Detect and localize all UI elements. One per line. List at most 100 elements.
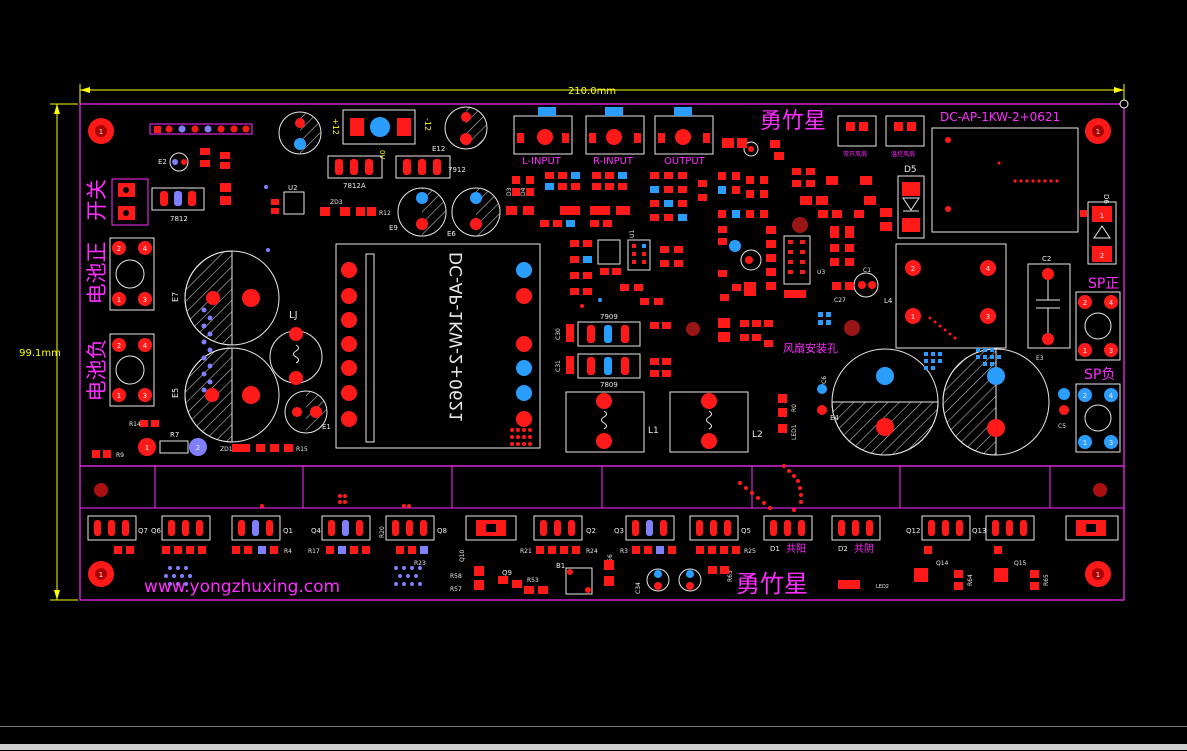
bottom-small-parts: LED2 (474, 560, 1039, 595)
r17-label: R17 (308, 548, 320, 555)
header-strip (149, 123, 253, 135)
power-module: DC-AP-1KW-2+0621 (335, 243, 541, 449)
u2-label: U2 (288, 184, 298, 192)
capacitor-c2: C2 E3 (1027, 255, 1071, 362)
c5-label: C5 (1058, 423, 1066, 430)
svg-text:4: 4 (1109, 299, 1114, 307)
v0-label: 0V (378, 150, 386, 159)
capacitor-e3-large (942, 348, 1050, 456)
e1-label: E1 (322, 423, 331, 431)
transistor-row: Q7 Q6 Q1 Q4 Q8 Q2 (87, 515, 1119, 555)
fan-hole-label: 风扇安装孔 (783, 341, 838, 355)
v12n-label: -12 (423, 118, 432, 131)
board-outline (79, 103, 1125, 601)
capacitor-e11 (278, 111, 322, 155)
svg-text:3: 3 (143, 296, 147, 304)
c31-label: C31 (555, 360, 562, 372)
control-area: U3 C1 C27 风扇安装孔 R0 LED1 (718, 138, 892, 440)
switch-connector (111, 178, 149, 226)
q13-label: Q13 (972, 527, 986, 535)
r63-label: R63 (727, 570, 734, 582)
svg-text:1: 1 (1083, 439, 1087, 447)
svg-text:3: 3 (143, 392, 147, 400)
output-label: OUTPUT (664, 156, 706, 167)
trace-dots (260, 464, 803, 512)
q7-label: Q7 (138, 527, 148, 535)
svg-text:LED2: LED2 (876, 584, 889, 590)
brand-bottom: 勇竹星 (736, 570, 808, 598)
svg-text:3: 3 (1109, 347, 1113, 355)
common-anode-label: 共阳 (786, 543, 806, 555)
relay-module (931, 127, 1079, 233)
lj-label: LJ (289, 310, 298, 321)
c6-label: C6 (821, 376, 828, 384)
e6-label: E6 (447, 230, 456, 238)
mounting-holes: 1 1 1 1 (88, 99, 1129, 587)
heatsink-rail (80, 466, 1124, 509)
reg7912-label: 7912 (448, 166, 466, 174)
d4-label: D4 (520, 187, 527, 196)
svg-text:4: 4 (143, 245, 148, 253)
svg-text:1: 1 (1096, 571, 1100, 579)
svg-text:2: 2 (1083, 392, 1087, 400)
l1-label: L1 (648, 426, 659, 436)
r9b-label: R4 (284, 548, 292, 555)
c1-label: C1 (863, 267, 871, 274)
bottom-refdes: R4 R17 R20 R23 R21 R24 R3 R25 R58 R57 R5… (284, 526, 1050, 594)
sp-positive-label: SP正 (1088, 276, 1119, 292)
q14-label: Q14 (936, 560, 949, 567)
bottom-via-arrays (164, 566, 422, 586)
svg-text:1: 1 (99, 571, 103, 579)
preamp-smd-cluster: D3 D4 U1 (506, 172, 707, 308)
r64-label: R64 (967, 574, 974, 586)
dimension-horizontal-text: 210.0mm (568, 86, 616, 97)
l-input-label: L-INPUT (522, 156, 562, 167)
svg-text:1: 1 (145, 444, 149, 452)
svg-text:4: 4 (1109, 392, 1114, 400)
svg-text:1: 1 (99, 128, 103, 136)
reg7812-label: 7812 (170, 215, 188, 223)
capacitor-e4: E4 (830, 348, 939, 456)
l4-label: L4 (884, 297, 893, 305)
left-small-parts: 7812 E2 R14 1 2 R7 R9 ZD1 R15 U2 ZD3 R12 (92, 148, 391, 459)
c27-label: C27 (834, 297, 846, 304)
jack-l-input: L-INPUT (513, 107, 573, 167)
q5-label: Q5 (741, 527, 751, 535)
e7-label: E7 (171, 292, 180, 302)
r24-label: R24 (586, 548, 598, 555)
e9-label: E9 (389, 224, 398, 232)
top-power-connector: +12 -12 0V (331, 109, 432, 159)
bottom-resistors (114, 546, 1002, 554)
scrollbar-track[interactable] (0, 744, 1187, 750)
module-vias (510, 428, 532, 446)
capacitors-e9-e6: E9 E6 (389, 187, 501, 238)
q4-label: Q4 (311, 527, 322, 535)
capacitor-e12: E12 (432, 106, 488, 153)
d5-label: D5 (904, 165, 917, 175)
q9-label: Q9 (502, 569, 512, 577)
svg-text:4: 4 (986, 265, 991, 273)
e12-label: E12 (432, 145, 445, 153)
common-cathode-label: 共阴 (854, 543, 874, 555)
sp-negative-label: SP负 (1084, 367, 1115, 383)
u3-label: U3 (817, 269, 825, 276)
switch-label: 开关 (85, 179, 109, 221)
jack-output: OUTPUT (654, 107, 714, 167)
power-module-mirror-label: DC-AP-1KW-2+0621 (447, 252, 467, 422)
reg7909-label: 7909 (600, 313, 618, 321)
capacitor-e1: E1 (284, 390, 331, 434)
q8-label: Q8 (437, 527, 447, 535)
e3-label: E3 (1036, 355, 1044, 362)
r7-label: R7 (170, 431, 179, 439)
r58-label: R58 (450, 573, 462, 580)
svg-text:2: 2 (1100, 252, 1104, 260)
dimension-markers: 210.0mm 99.1mm (19, 84, 1125, 601)
r23-label: R23 (414, 560, 426, 567)
e2-label: E2 (158, 158, 167, 166)
d3-label: D3 (506, 187, 513, 196)
